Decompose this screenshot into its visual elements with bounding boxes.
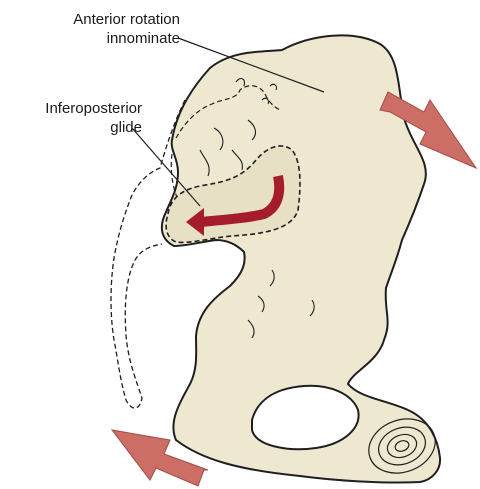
inferoposterior-glide-label: Inferoposterior glide [0,99,142,137]
inferoposterior-glide-line2: glide [0,118,142,137]
anterior-rotation-line2: innominate [20,29,180,48]
anterior-rotation-line1: Anterior rotation [20,10,180,29]
anterior-rotation-label: Anterior rotation innominate [20,10,180,48]
inferoposterior-glide-line1: Inferoposterior [0,99,142,118]
